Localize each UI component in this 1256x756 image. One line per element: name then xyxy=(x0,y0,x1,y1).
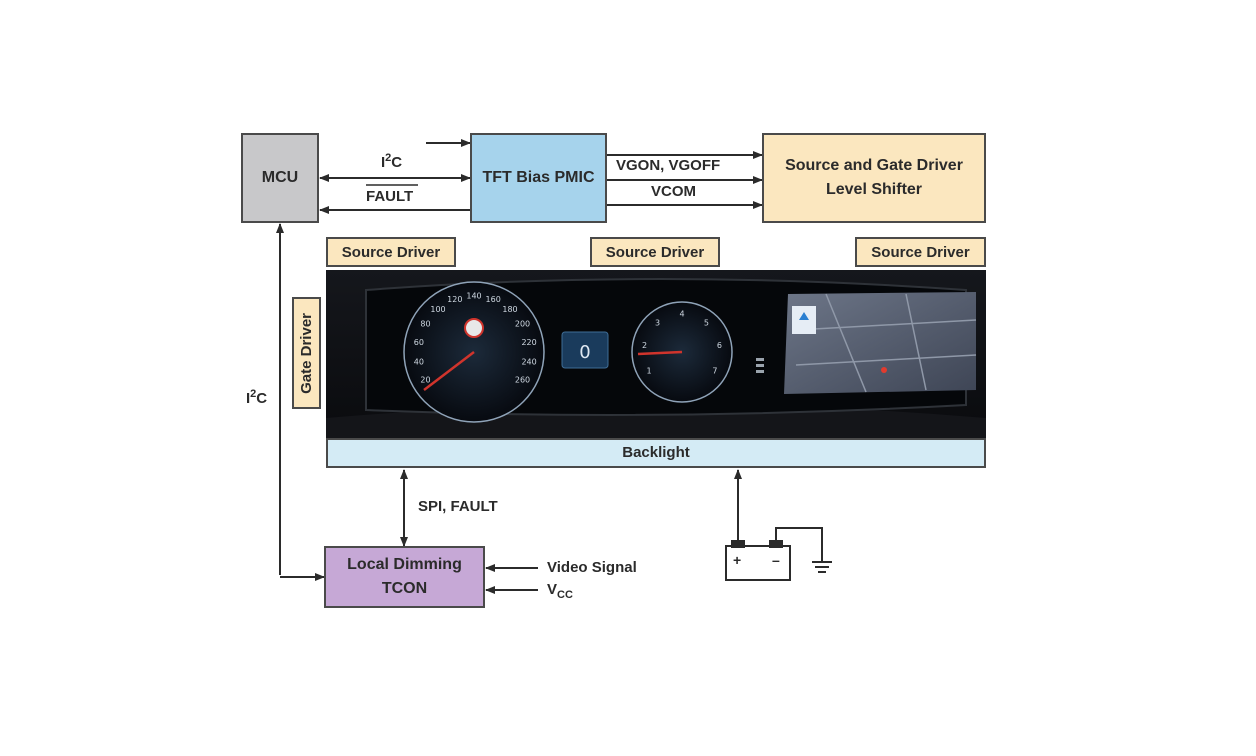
level-shifter-block: Source and Gate Driver Level Shifter xyxy=(762,133,986,223)
backlight-bar: Backlight xyxy=(326,438,986,468)
level-shifter-label-line2: Level Shifter xyxy=(825,181,923,198)
svg-text:0: 0 xyxy=(579,342,590,363)
i2c-top-label: I2C xyxy=(381,152,403,171)
speed-tick-label-10: 220 xyxy=(521,338,536,347)
tcon-label-line2: TCON xyxy=(381,580,428,597)
video-signal-label: Video Signal xyxy=(547,559,637,576)
tach-tick-label-3: 4 xyxy=(679,310,684,319)
speed-tick-label-8: 180 xyxy=(502,305,517,314)
source-driver-tag-3: Source Driver xyxy=(855,237,986,267)
fault-label: FAULT xyxy=(366,188,414,205)
tach-tick-label-0: 1 xyxy=(647,367,652,376)
tach-tick-label-6: 7 xyxy=(712,367,717,376)
mcu-block: MCU xyxy=(241,133,319,223)
menu-dots-icon xyxy=(756,358,764,373)
pmic-label: TFT Bias PMIC xyxy=(482,169,595,186)
source-driver-tag-2: Source Driver xyxy=(590,237,720,267)
mcu-label: MCU xyxy=(261,169,299,186)
speed-tick-label-6: 140 xyxy=(466,292,481,301)
spi-fault-label: SPI, FAULT xyxy=(418,498,498,515)
tcon-label-line1: Local Dimming xyxy=(347,556,462,573)
tach-tick-label-5: 6 xyxy=(717,341,722,350)
ground-wire xyxy=(775,527,823,562)
navigation-map-screen xyxy=(784,292,977,394)
speed-tick-label-4: 100 xyxy=(430,305,445,314)
vgon-vgoff-label: VGON, VGOFF xyxy=(616,157,721,174)
speed-tick-label-7: 160 xyxy=(486,295,501,304)
vcom-label: VCOM xyxy=(651,183,696,200)
tach-tick-label-1: 2 xyxy=(642,341,647,350)
gate-driver-tag: Gate Driver xyxy=(292,297,321,409)
vcc-label: VCC xyxy=(547,581,573,601)
speed-tick-label-0: 20 xyxy=(420,376,430,385)
speed-tick-label-3: 80 xyxy=(420,320,430,329)
battery-minus-label: – xyxy=(772,552,780,568)
speed-tick-label-1: 40 xyxy=(414,357,424,366)
i2c-left-label: I2C xyxy=(246,388,268,407)
battery-plus-label: + xyxy=(733,552,742,568)
speed-tick-label-12: 260 xyxy=(515,376,530,385)
source-driver-tag-1: Source Driver xyxy=(326,237,456,267)
tachometer-gauge: 1 2 3 4 5 6 7 xyxy=(631,301,733,403)
backlight-label: Backlight xyxy=(622,444,690,461)
speed-tick-label-11: 240 xyxy=(521,357,536,366)
speed-tick-label-5: 120 xyxy=(447,295,462,304)
tach-tick-label-2: 3 xyxy=(655,319,660,328)
tft-bias-pmic-block: TFT Bias PMIC xyxy=(470,133,607,223)
speed-tick-label-9: 200 xyxy=(515,320,530,329)
speed-tick-label-2: 60 xyxy=(414,338,424,347)
center-info-panel: 0 xyxy=(561,331,609,369)
level-shifter-label-line1: Source and Gate Driver xyxy=(785,157,963,174)
local-dimming-tcon-block: Local Dimming TCON xyxy=(324,546,485,608)
tach-tick-label-4: 5 xyxy=(704,319,709,328)
battery-icon xyxy=(725,540,791,581)
